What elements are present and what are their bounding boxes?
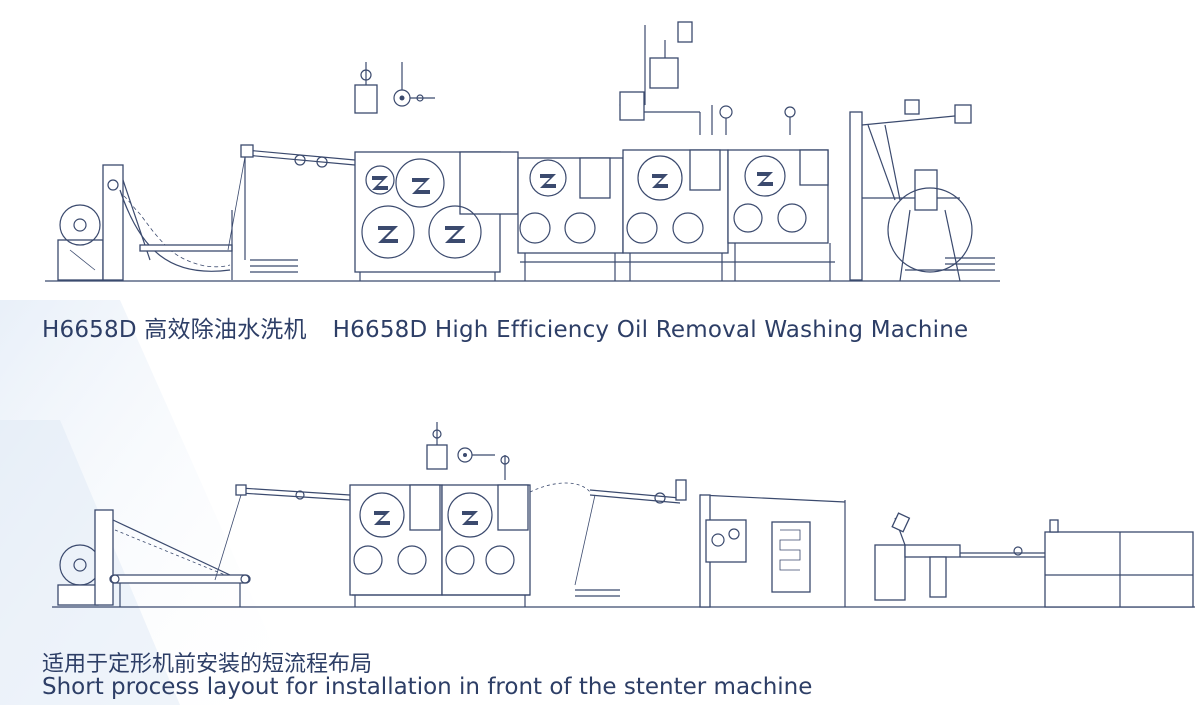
chemical-dosing-unit: [354, 62, 435, 114]
layout-caption-chinese: 适用于定形机前安装的短流程布局: [42, 652, 373, 677]
feed-conveyor: [109, 574, 251, 607]
caption-english-title: H6658D High Efficiency Oil Removal Washi…: [332, 317, 969, 343]
stenter-entry-unit: [699, 494, 846, 608]
machine-caption: H6658D 高效除油水洗机 H6658D High Efficiency Oil…: [42, 310, 968, 344]
stenter-machine: [874, 512, 1194, 608]
transfer-rail: [529, 479, 687, 597]
washing-tank-1: [354, 151, 519, 281]
overhead-feed-rail: [227, 144, 356, 260]
caption-chinese-title: 高效除油水洗机: [144, 317, 307, 343]
fabric-accumulator: [119, 189, 298, 280]
washing-machine-line-diagram: [45, 21, 1000, 282]
overhead-feed-rail: [214, 484, 351, 581]
fabric-unwind-stand: [57, 164, 151, 281]
caption-model: H6658D: [42, 317, 137, 343]
ph-control-unit: [619, 21, 796, 135]
washing-tank-2: [441, 484, 531, 596]
fabric-unwind-stand: [57, 509, 231, 606]
chemical-dosing-unit: [426, 422, 510, 480]
layout-caption-english: Short process layout for installation in…: [42, 674, 813, 700]
washing-tank-3: [622, 149, 729, 281]
washing-tank-1: [349, 484, 443, 596]
washing-tank-4: [727, 149, 831, 281]
short-process-layout-diagram: [52, 422, 1195, 608]
exit-batching-unit: [849, 99, 995, 282]
